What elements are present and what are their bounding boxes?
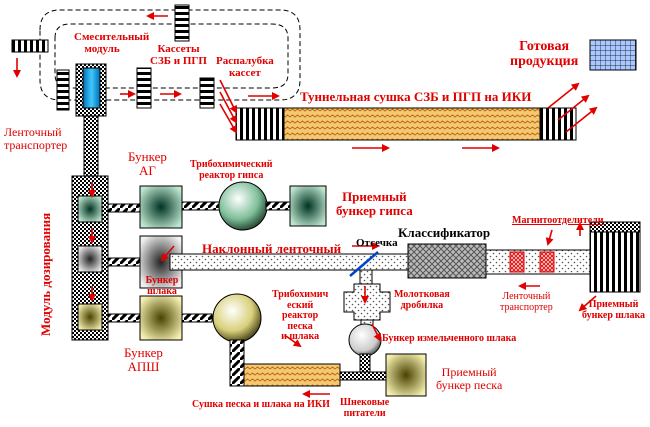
finished-product-stack [589, 39, 637, 71]
receiving-bunker-slag-top [589, 221, 641, 233]
inclined-belt-label: Наклонный ленточный [202, 241, 342, 256]
hammer-crusher [343, 283, 391, 321]
feeder-gypsum [181, 201, 221, 211]
vertical-conveyor [83, 115, 99, 177]
receiving-bunker-sand [385, 353, 427, 397]
feeder-gypsum-in [265, 201, 291, 211]
cassette-release [199, 77, 215, 109]
receiving-bunker-gypsum [289, 185, 327, 227]
dosing-cell-2 [77, 245, 103, 273]
cutoff-label: Отсечка [356, 237, 398, 249]
dosing-cell-1 [77, 195, 103, 223]
sand-slag-dryer [243, 363, 341, 387]
cassette-loop-outer [39, 9, 301, 101]
dosing-cell-3 [77, 303, 103, 331]
cassette-right [136, 67, 152, 109]
bunker-ground-slag [348, 323, 382, 357]
magnetic-belt [485, 249, 593, 275]
bunker-apsh [139, 295, 183, 341]
screw-feeders [339, 371, 387, 381]
bunker-ground-slag-label: Бункер измельченного шлака [382, 333, 517, 344]
flow-arrow-icon [160, 245, 175, 262]
flow-arrow-icon [219, 91, 237, 124]
flow-arrow-icon [285, 335, 302, 348]
feeder-slag [107, 257, 141, 267]
cutoff-valve-icon [349, 251, 379, 277]
tunnel-drying-entry [235, 107, 285, 141]
magnetic-separator-1 [509, 251, 525, 273]
tunnel-drying-label: Туннельная сушка СЗБ и ПГП на ИКИ [300, 89, 532, 104]
cassette-left [11, 39, 49, 53]
cutoff-chute [359, 269, 373, 285]
tribo-reactor-gypsum [218, 181, 268, 231]
receiving-bunker-slag [589, 231, 641, 293]
magnetic-separators-label: Магнитоотделители [512, 215, 604, 226]
classifier [407, 243, 487, 279]
feeder-apsh [107, 313, 141, 323]
cassette-top [174, 4, 190, 42]
flow-arrow-icon [578, 295, 597, 312]
flow-arrow-icon [219, 79, 237, 114]
tunnel-drying-exit [539, 107, 577, 141]
flow-arrows [13, 12, 598, 398]
mixing-module-vessel [82, 67, 101, 109]
cassette-mid [56, 69, 70, 111]
feeder-sand [181, 313, 213, 323]
flow-arrow-icon [565, 106, 598, 133]
feeder-ag [107, 203, 141, 213]
dosing-module-label: Модуль дозирования [38, 212, 53, 336]
flow-arrow-icon [545, 229, 554, 246]
sand-slag-drying-label: Сушка песка и шлака на ИКИ [192, 399, 330, 410]
flow-arrow-icon [547, 82, 580, 109]
sand-riser-conveyor [229, 339, 245, 387]
flow-arrow-icon [557, 94, 590, 121]
flow-arrow-icon [219, 103, 237, 134]
bunker-ag [139, 185, 183, 229]
flow-arrow-icon [371, 323, 381, 342]
tribo-reactor-sand [212, 293, 262, 343]
tunnel-drying-body [283, 107, 541, 141]
classifier-label: Классификатор [398, 225, 491, 240]
magnetic-separator-2 [539, 251, 555, 273]
